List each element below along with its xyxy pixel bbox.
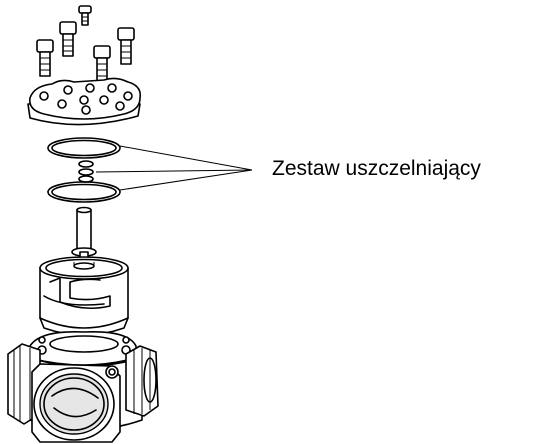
screw-3 — [117, 27, 135, 65]
valve-body — [7, 330, 159, 443]
screw-4 — [93, 45, 111, 83]
o-ring-lower — [47, 181, 121, 203]
small-seal-2 — [78, 168, 94, 176]
small-seal-1 — [78, 160, 94, 168]
cover-plate — [27, 77, 142, 126]
callout-label-seal-kit: Zestaw uszczelniający — [272, 157, 481, 180]
rotor-sleeve — [39, 256, 129, 336]
o-ring-upper — [47, 137, 121, 159]
valve-stem — [71, 206, 97, 261]
callout-leader-lines — [95, 145, 253, 191]
small-seal-3 — [78, 175, 94, 183]
screw-2 — [36, 39, 54, 77]
screw-small-top — [78, 5, 92, 26]
screw-1 — [59, 21, 77, 57]
